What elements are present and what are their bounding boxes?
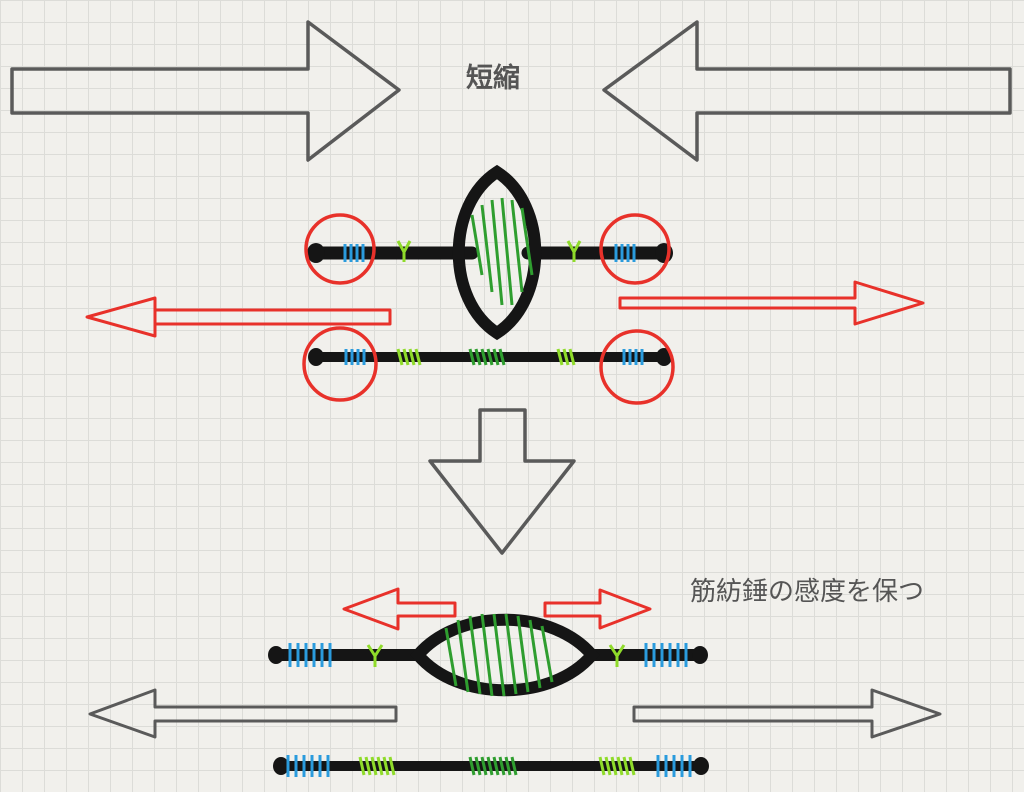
sensitivity-note: 筋紡錘の感度を保つ — [690, 577, 925, 607]
left-contraction-arrow — [10, 20, 401, 162]
middle-fiber-green-coil-center — [468, 348, 506, 366]
upper-spindle-body — [452, 164, 542, 341]
bottom-spindle-body — [410, 613, 600, 697]
red-arrow-right — [618, 280, 925, 326]
middle-fiber-lightgreen-coil-right — [556, 348, 576, 366]
bottom-fiber-blue-coil-right — [656, 755, 692, 777]
middle-extrafusal-fiber — [302, 326, 675, 405]
gray-arrow-right — [632, 688, 942, 739]
upper-spindle-nerve-ending-left — [396, 240, 412, 262]
bottom-spindle-green-coil — [444, 613, 554, 697]
bottom-spindle-nerve-ending-left — [366, 644, 384, 667]
bottom-extrafusal-fiber — [273, 755, 709, 777]
upper-spindle — [304, 164, 673, 341]
bottom-spindle-blue-coil-left — [288, 643, 332, 667]
bottom-spindle-blue-coil-right — [644, 643, 688, 667]
middle-fiber-blue-coil-left — [344, 349, 366, 365]
middle-fiber-end-highlight-left — [302, 326, 378, 402]
gray-arrow-left — [88, 688, 398, 739]
bottom-fiber-lightgreen-coil-right — [598, 756, 636, 776]
right-contraction-arrow — [602, 20, 1012, 162]
middle-fiber-blue-coil-right — [622, 349, 644, 365]
diagram-title: 短縮 — [466, 63, 520, 94]
middle-fiber-lightgreen-coil-left — [396, 348, 422, 366]
upper-spindle-end-highlight-left — [304, 213, 376, 285]
upper-spindle-green-coil — [470, 197, 534, 306]
upper-spindle-blue-coil-left — [343, 244, 365, 262]
bottom-fiber-blue-coil-left — [286, 755, 330, 777]
upper-spindle-blue-coil-right — [614, 244, 636, 262]
small-red-arrow-left — [342, 587, 457, 631]
upper-spindle-nerve-ending-right — [566, 240, 582, 262]
bottom-fiber-lightgreen-coil-left — [358, 756, 396, 776]
down-arrow — [428, 408, 576, 555]
bottom-fiber-green-coil-center — [468, 756, 518, 776]
small-red-arrow-right — [543, 588, 652, 630]
middle-fiber-end-highlight-right — [599, 329, 675, 405]
upper-spindle-knob-left — [307, 243, 325, 263]
bottom-spindle — [268, 613, 708, 697]
red-arrow-left — [85, 296, 392, 338]
bottom-spindle-nerve-ending-right — [608, 644, 626, 667]
upper-spindle-end-highlight-right — [599, 213, 671, 285]
